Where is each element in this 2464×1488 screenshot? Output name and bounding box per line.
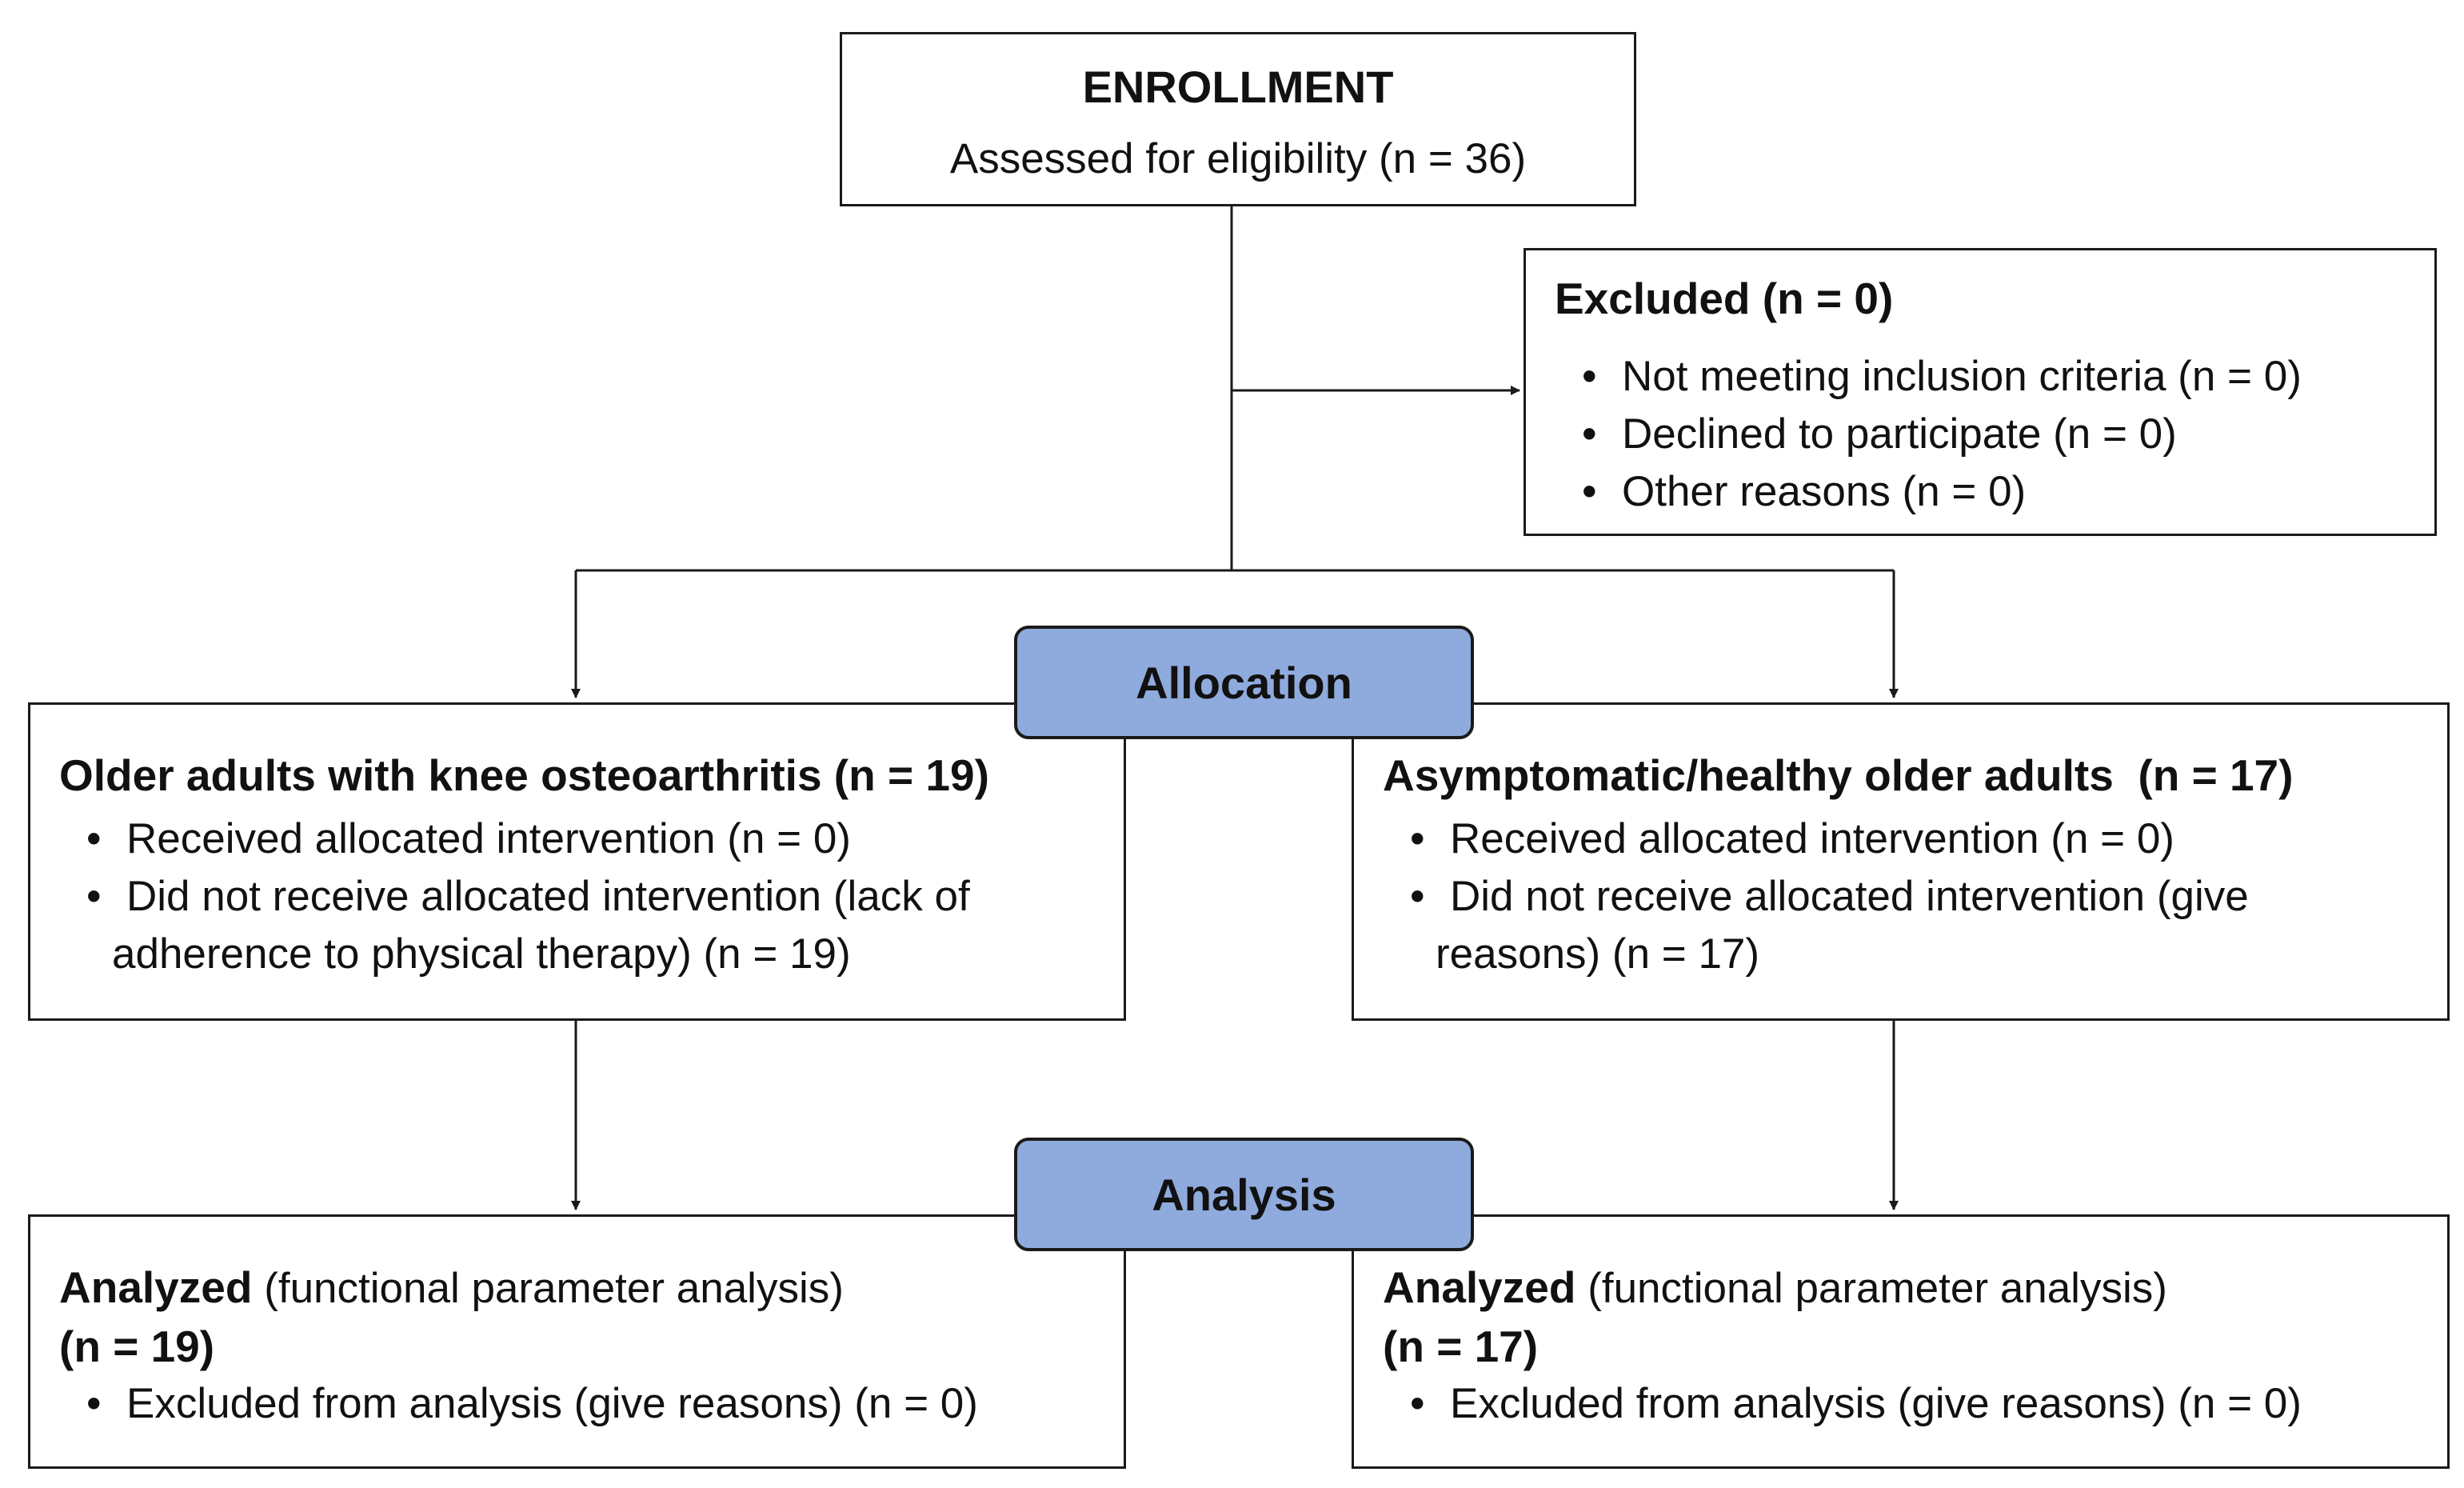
enrollment-heading: ENROLLMENT [1082,62,1394,112]
healthy-group-heading: Asymptomatic/healthy older adults (n = 1… [1383,750,2294,800]
analysis-healthy-box: Analyzed (functional parameter analysis)… [1352,1214,2450,1469]
analysis-knee-oa-box: Analyzed (functional parameter analysis)… [28,1214,1126,1469]
analyzed-count: (n = 17) [1383,1322,1539,1371]
excluded-from-analysis-item: Excluded from analysis (give reasons) (n… [1383,1375,2447,1433]
assessed-for-eligibility: Assessed for eligibility (n = 36) [842,130,1634,188]
analysis-stage-label: Analysis [1014,1138,1474,1251]
assessed-label: Assessed for eligibility [949,135,1368,182]
not-received-intervention-continuation: adherence to physical therapy) (n = 19) [112,930,851,978]
analyzed-description: (functional parameter analysis) [264,1265,844,1312]
analysis-exclusion-list: Excluded from analysis (give reasons) (n… [59,1375,1124,1433]
assessed-count: (n = 36) [1378,135,1527,182]
allocation-knee-oa-box: Older adults with knee osteoarthritis (n… [28,702,1126,1021]
excluded-from-analysis-item: Excluded from analysis (give reasons) (n… [59,1375,1124,1433]
analyzed-count: (n = 19) [59,1322,215,1371]
analyzed-label: Analyzed [59,1262,253,1312]
received-intervention-item: Received allocated intervention (n = 0) [1383,810,2447,868]
not-received-intervention-item: Did not receive allocated intervention (… [59,868,1124,926]
excluded-box: Excluded (n = 0) Not meeting inclusion c… [1524,248,2437,536]
knee-oa-group-heading: Older adults with knee osteoarthritis (n… [59,750,989,800]
excluded-reasons-list: Not meeting inclusion criteria (n = 0) D… [1555,348,2434,521]
allocation-stage-label: Allocation [1014,626,1474,739]
excluded-reason-item: Other reasons (n = 0) [1555,463,2434,521]
analyzed-label: Analyzed [1383,1262,1576,1312]
knee-oa-allocation-list: Received allocated intervention (n = 0) … [59,810,1124,926]
analysis-exclusion-list: Excluded from analysis (give reasons) (n… [1383,1375,2447,1433]
excluded-heading: Excluded (n = 0) [1555,274,1894,323]
analyzed-heading: Analyzed (functional parameter analysis) [59,1258,1124,1318]
not-received-intervention-continuation: reasons) (n = 17) [1436,930,1760,978]
received-intervention-item: Received allocated intervention (n = 0) [59,810,1124,868]
analyzed-heading: Analyzed (functional parameter analysis) [1383,1258,2447,1318]
enrollment-box: ENROLLMENT Assessed for eligibility (n =… [840,32,1636,206]
excluded-reason-item: Declined to participate (n = 0) [1555,406,2434,463]
analyzed-description: (functional parameter analysis) [1587,1265,2167,1312]
allocation-healthy-box: Asymptomatic/healthy older adults (n = 1… [1352,702,2450,1021]
healthy-allocation-list: Received allocated intervention (n = 0) … [1383,810,2447,926]
excluded-reason-item: Not meeting inclusion criteria (n = 0) [1555,348,2434,406]
not-received-intervention-item: Did not receive allocated intervention (… [1383,868,2447,926]
